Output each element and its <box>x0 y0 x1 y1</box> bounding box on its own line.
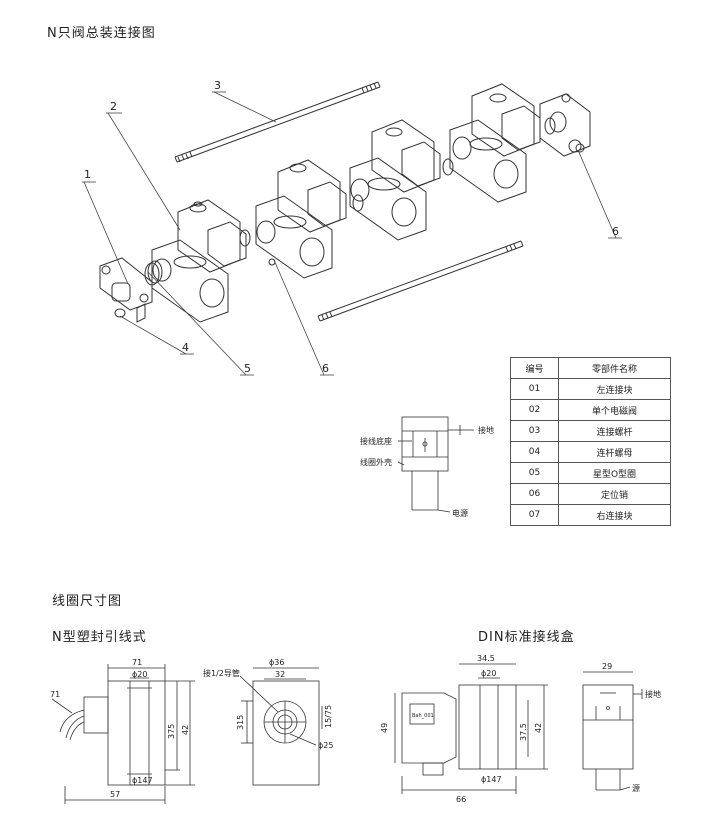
table-row: 02 单个电磁阀 <box>510 399 671 421</box>
power-label: 电源 <box>452 508 468 518</box>
din-h2: 42 <box>534 723 543 733</box>
table-cell: 连杆螺母 <box>558 441 671 463</box>
table-cell: 定位销 <box>558 483 671 505</box>
coil-size-title: 线圈尺寸图 <box>52 594 123 609</box>
callout-5: 5 <box>244 362 251 375</box>
din-top: 34.5 <box>477 654 495 663</box>
n-h2: 42 <box>181 725 190 735</box>
table-cell: 07 <box>510 504 559 526</box>
table-row: 05 星型O型圈 <box>510 462 671 484</box>
din-bore-bottom: ϕ147 <box>481 775 502 784</box>
table-cell: 02 <box>510 399 559 421</box>
n-h1: 375 <box>167 724 176 739</box>
table-cell: 05 <box>510 462 559 484</box>
din-ground: 接地 <box>645 689 661 699</box>
n-type-side-view <box>51 664 195 804</box>
callout-3: 3 <box>214 79 221 92</box>
table-header-row: 编号 零部件名称 <box>510 357 671 379</box>
table-header-cell: 编号 <box>510 357 559 379</box>
din-left-h: 49 <box>380 723 389 733</box>
n-bore-bottom: ϕ147 <box>132 776 153 785</box>
n-total: 57 <box>110 790 120 799</box>
din-side-w: 29 <box>602 662 612 671</box>
valve-unit-2 <box>255 159 364 279</box>
wiring-diagram <box>397 416 474 513</box>
din-bore-top: ϕ20 <box>481 669 496 678</box>
parts-table: 编号 零部件名称 01 左连接块 02 单个电磁阀 03 连接螺杆 04 连杆螺… <box>510 357 671 526</box>
callout-6b: 6 <box>612 225 619 238</box>
n-pipe: 接1/2导管 <box>203 668 240 678</box>
callout-2: 2 <box>110 100 117 113</box>
valve-unit-4 <box>449 83 556 203</box>
n-side-lead: 71 <box>50 690 60 699</box>
din-type-title: DIN标准接线盒 <box>478 630 575 645</box>
n-width: 71 <box>132 658 142 667</box>
assembly-title: N只阀总装连接图 <box>47 26 156 41</box>
ground-label: 接地 <box>478 425 494 435</box>
right-connection-block <box>539 93 591 157</box>
n-type-title: N型塑封引线式 <box>52 630 147 645</box>
n-small-dia: ϕ25 <box>318 741 333 750</box>
valve-unit-1 <box>151 199 251 323</box>
din-type-side-view <box>394 663 548 794</box>
callout-6a: 6 <box>322 362 329 375</box>
din-h1: 37.5 <box>519 723 528 741</box>
din-source: 源 <box>632 784 640 793</box>
n-bore-top: ϕ20 <box>132 670 147 679</box>
left-connection-block <box>99 257 153 323</box>
n-front-dia: ϕ36 <box>269 658 284 667</box>
table-cell: 连接螺杆 <box>558 420 671 442</box>
table-cell: 单个电磁阀 <box>558 399 671 421</box>
table-header-cell: 零部件名称 <box>558 357 671 379</box>
din-type-front-view <box>582 671 643 791</box>
table-row: 01 左连接块 <box>510 378 671 400</box>
din-plug-text: Bah_001 <box>412 713 434 719</box>
table-cell: 01 <box>510 378 559 400</box>
table-cell: 右连接块 <box>558 504 671 526</box>
table-row: 04 连杆螺母 <box>510 441 671 463</box>
n-right-dim: 15/75 <box>324 705 333 728</box>
table-cell: 06 <box>510 483 559 505</box>
table-cell: 星型O型圈 <box>558 462 671 484</box>
table-row: 06 定位销 <box>510 483 671 505</box>
table-cell: 04 <box>510 441 559 463</box>
shell-label: 线圈外壳 <box>360 457 392 467</box>
valve-unit-3 <box>349 119 454 241</box>
n-type-front-view <box>239 667 323 786</box>
base-label: 接线底座 <box>360 436 392 446</box>
threaded-rod-upper <box>174 81 381 163</box>
callout-4: 4 <box>182 341 189 354</box>
din-total: 66 <box>456 795 466 804</box>
table-cell: 03 <box>510 420 559 442</box>
threaded-rod-lower <box>317 240 524 322</box>
table-row: 07 右连接块 <box>510 504 671 526</box>
n-front-h: 315 <box>236 715 245 730</box>
table-cell: 左连接块 <box>558 378 671 400</box>
n-front-w: 32 <box>275 670 285 679</box>
table-row: 03 连接螺杆 <box>510 420 671 442</box>
callout-1: 1 <box>84 168 91 181</box>
